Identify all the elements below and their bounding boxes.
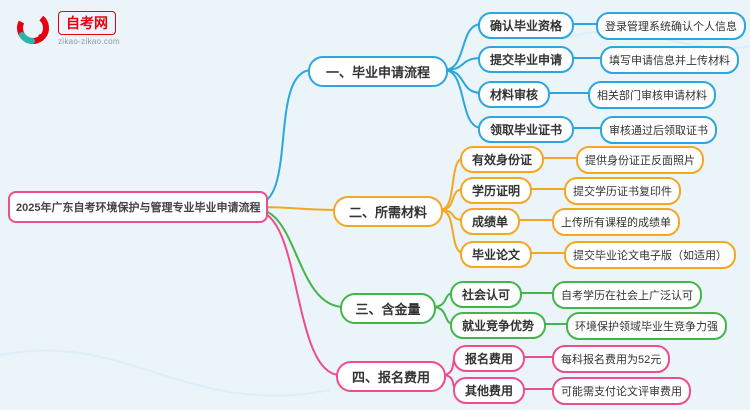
node-employment-advantage-desc: 环境保护领域毕业生竞争力强 bbox=[566, 312, 727, 340]
branch-fees: 四、报名费用 bbox=[336, 361, 446, 392]
node-social-recognition-desc: 自考学历在社会上广泛认可 bbox=[552, 281, 702, 309]
node-thesis: 毕业论文 bbox=[460, 241, 533, 268]
node-other-fees-desc: 可能需支付论文评审费用 bbox=[552, 377, 691, 405]
node-employment-advantage: 就业竞争优势 bbox=[450, 312, 547, 339]
node-education-proof-desc: 提交学历证书复印件 bbox=[564, 177, 681, 205]
logo-name: 自考网 bbox=[58, 10, 116, 35]
branch-graduation-process: 一、毕业申请流程 bbox=[308, 56, 448, 87]
node-education-proof: 学历证明 bbox=[460, 177, 533, 204]
logo-text: 自考网 zikao-zikao.com bbox=[58, 10, 120, 46]
node-thesis-desc: 提交毕业论文电子版（如适用） bbox=[564, 241, 736, 269]
node-other-fees: 其他费用 bbox=[453, 377, 526, 404]
node-confirm-qualification-desc: 登录管理系统确认个人信息 bbox=[596, 12, 746, 40]
logo-url: zikao-zikao.com bbox=[58, 36, 120, 46]
node-registration-fee: 报名费用 bbox=[453, 345, 526, 372]
node-receive-diploma-desc: 审核通过后领取证书 bbox=[600, 116, 717, 144]
node-id-card: 有效身份证 bbox=[460, 146, 545, 173]
logo-icon bbox=[17, 12, 49, 44]
node-id-card-desc: 提供身份证正反面照片 bbox=[576, 146, 704, 174]
node-submit-application: 提交毕业申请 bbox=[478, 46, 575, 73]
node-social-recognition: 社会认可 bbox=[450, 281, 523, 308]
node-transcript: 成绩单 bbox=[460, 208, 521, 235]
root-topic: 2025年广东自考环境保护与管理专业毕业申请流程 bbox=[8, 191, 269, 223]
node-registration-fee-desc: 每科报名费用为52元 bbox=[552, 345, 671, 373]
background-waves bbox=[0, 30, 750, 397]
node-material-review-desc: 相关部门审核申请材料 bbox=[588, 81, 716, 109]
site-logo: 自考网 zikao-zikao.com bbox=[14, 9, 120, 47]
node-submit-application-desc: 填写申请信息并上传材料 bbox=[600, 46, 739, 74]
branch-value: 三、含金量 bbox=[340, 293, 436, 324]
node-transcript-desc: 上传所有课程的成绩单 bbox=[552, 208, 680, 236]
branch-required-materials: 二、所需材料 bbox=[333, 196, 443, 227]
node-receive-diploma: 领取毕业证书 bbox=[478, 116, 575, 143]
node-confirm-qualification: 确认毕业资格 bbox=[478, 12, 575, 39]
node-material-review: 材料审核 bbox=[478, 81, 551, 108]
wires-branch-process bbox=[255, 23, 607, 205]
